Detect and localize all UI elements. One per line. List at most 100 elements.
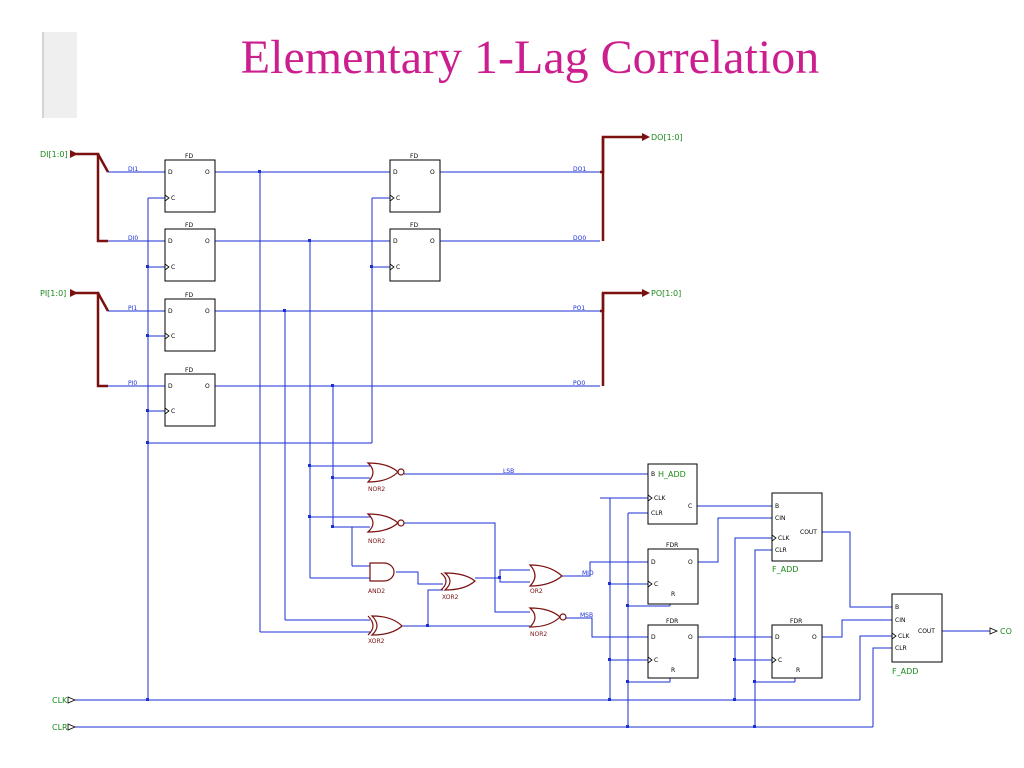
xor2-bottom	[370, 615, 403, 636]
signal-pi1: PI1	[128, 305, 137, 312]
pin-o: O	[205, 169, 210, 176]
fd-pi0	[164, 373, 216, 427]
pin-c: C	[654, 581, 658, 588]
fd-label-4: FD	[185, 367, 193, 374]
di-bus	[70, 152, 108, 243]
port-labels: DI[1:0] PI[1:0] DO[1:0] PO[1:0] CLK CLR …	[40, 133, 1012, 732]
fd-label-6: FD	[410, 222, 418, 229]
signal-msb: MSB	[580, 612, 593, 619]
wires	[75, 171, 990, 728]
fd-label-3: FD	[185, 292, 193, 299]
port-markers	[67, 627, 999, 731]
pi-port-arrow	[70, 289, 78, 297]
pin-c: C	[654, 657, 658, 664]
pin-d: D	[393, 238, 398, 245]
pin-clr: CLR	[895, 645, 907, 652]
signal-di1: DI1	[128, 166, 138, 173]
fd-boxes	[164, 159, 441, 427]
co-port-marker	[989, 627, 999, 635]
port-do-label: DO[1:0]	[651, 133, 683, 142]
pin-cout: COUT	[918, 628, 935, 635]
pin-clr: CLR	[651, 510, 663, 517]
block-chevrons	[647, 494, 897, 664]
pin-o: O	[430, 169, 435, 176]
signal-mid: MID	[582, 570, 594, 577]
pin-d: D	[168, 238, 173, 245]
gate-label-nor2: NOR2	[368, 486, 385, 493]
xor2-middle-extra-arc	[440, 572, 447, 591]
or2-gate	[528, 564, 563, 587]
di-port-arrow	[70, 150, 78, 158]
port-pi-label: PI[1:0]	[40, 289, 66, 298]
clr-port-marker	[67, 723, 77, 731]
pin-c: C	[396, 195, 400, 202]
pin-c: C	[396, 264, 400, 271]
port-co-label: CO	[1000, 627, 1012, 636]
signal-do0: DO0	[573, 235, 586, 242]
clk-port-marker	[67, 696, 77, 704]
fd-label-2: FD	[185, 222, 193, 229]
pin-d: D	[651, 634, 656, 641]
and2-gate	[369, 562, 395, 582]
fd-label-5: FD	[410, 153, 418, 160]
gate-label-nor2: NOR2	[530, 631, 547, 638]
h-add-label: H_ADD	[658, 470, 686, 479]
fd-do1	[389, 159, 441, 213]
xor2-bottom-extra-arc	[367, 615, 374, 636]
pi-bus-tap-1	[96, 292, 110, 312]
fdr-label: FDR	[666, 542, 678, 549]
port-arrows	[70, 133, 650, 297]
gate-label-nor2: NOR2	[368, 538, 385, 545]
pin-r: R	[671, 591, 675, 598]
nor2-top-bubble	[397, 468, 405, 476]
page-title: Elementary 1-Lag Correlation	[240, 31, 820, 84]
pin-cin: CIN	[895, 617, 905, 624]
port-di-label: DI[1:0]	[40, 150, 68, 159]
buses	[70, 135, 642, 388]
arith-blocks	[647, 463, 943, 679]
pin-clr: CLR	[775, 547, 787, 554]
fd-pi1	[164, 298, 216, 352]
gate-label-or2: OR2	[530, 588, 543, 595]
pin-r: R	[796, 667, 800, 674]
pin-o: O	[205, 383, 210, 390]
do-bus	[600, 135, 642, 174]
pin-o: O	[688, 634, 693, 641]
h-add-box	[647, 463, 698, 525]
logic-gates	[366, 462, 567, 636]
signal-lsb: LSB	[503, 468, 514, 475]
nor2-middle-bubble	[397, 519, 405, 527]
fd-labels: FD FD FD FD FD FD D O C D O C D O C D O …	[168, 153, 435, 415]
fdr-top-box	[647, 548, 699, 605]
fd-di0	[164, 228, 216, 282]
pin-b: B	[651, 471, 655, 478]
f-add-1-box	[771, 492, 823, 562]
nor2-bottom	[528, 607, 561, 628]
fdr-right-box	[771, 624, 823, 679]
signal-pi0: PI0	[128, 380, 137, 387]
pin-o: O	[688, 559, 693, 566]
pin-b: B	[775, 503, 779, 510]
gate-label-xor2: XOR2	[442, 594, 459, 601]
signal-di0: DI0	[128, 235, 138, 242]
pin-cin: CIN	[775, 515, 785, 522]
pin-o: O	[205, 238, 210, 245]
block-labels: H_ADD B CLK CLR C FDR D O C R FDR D O C …	[651, 470, 935, 676]
pin-o: O	[430, 238, 435, 245]
pin-d: D	[168, 383, 173, 390]
pin-c: C	[171, 333, 175, 340]
po-bus	[600, 291, 642, 313]
pin-c: C	[688, 503, 692, 510]
junctions	[146, 170, 756, 728]
fdr-bottom-box	[647, 624, 699, 679]
pin-o: O	[205, 308, 210, 315]
gate-label-and2: AND2	[368, 588, 385, 595]
po-port-arrow	[642, 289, 650, 297]
f-add-label: F_ADD	[892, 667, 918, 676]
pin-b: B	[895, 604, 899, 611]
fd-do0	[389, 228, 441, 282]
pin-d: D	[775, 634, 780, 641]
signal-po1: PO1	[573, 305, 585, 312]
pin-d: D	[168, 308, 173, 315]
